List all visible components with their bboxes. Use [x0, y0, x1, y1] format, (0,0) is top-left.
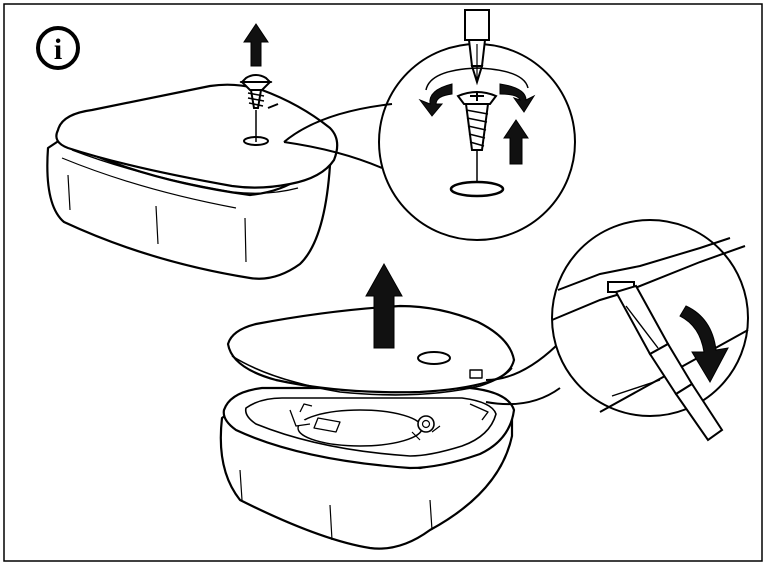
up-arrow-icon [243, 23, 269, 67]
closed-box [46, 83, 339, 280]
zoom-up-arrow-icon [503, 119, 529, 165]
rotate-right-arrow-icon [499, 83, 536, 113]
box-lid [55, 83, 339, 189]
page-border [3, 3, 763, 562]
open-box [219, 386, 516, 550]
zoom-pry-detail [485, 219, 749, 442]
screwdriver-icon [464, 9, 490, 86]
rotate-left-arrow-icon [418, 83, 453, 117]
zoom-screw-icon [456, 91, 498, 151]
zoom-screw-hole [449, 180, 505, 198]
info-icon-glyph: i [54, 33, 62, 66]
flathead-screwdriver-icon [614, 284, 724, 442]
pry-down-arrow-icon [679, 305, 729, 384]
screw-icon [239, 74, 273, 109]
info-icon: i [36, 26, 80, 70]
lid-up-arrow-icon [365, 262, 403, 349]
lifted-lid [226, 304, 516, 396]
lid-screw-hole [417, 351, 451, 365]
zoom-screwdriver-detail [283, 9, 576, 241]
